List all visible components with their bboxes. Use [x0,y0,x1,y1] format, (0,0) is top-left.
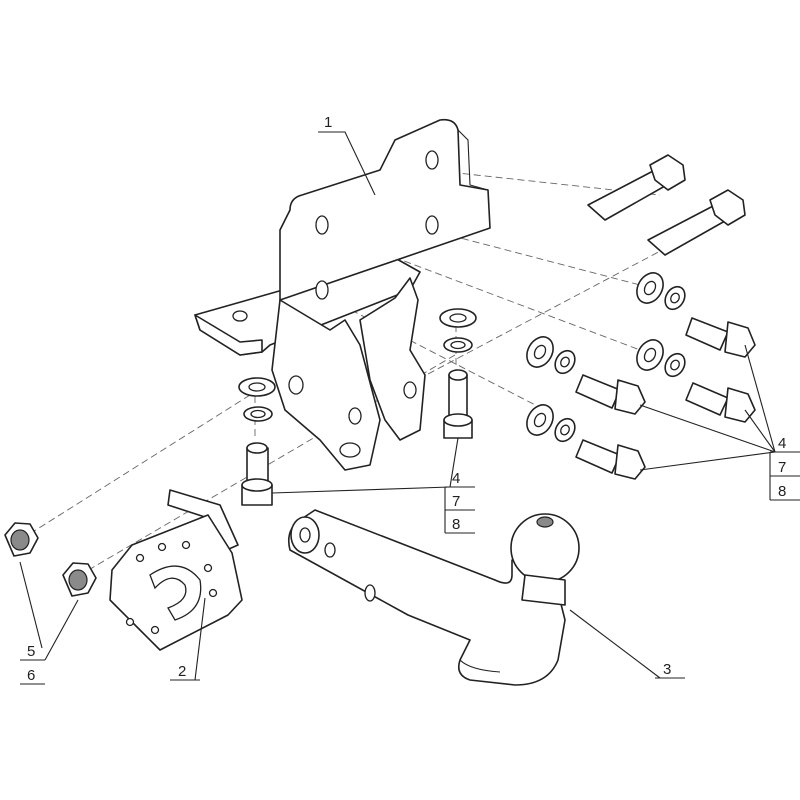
part-3-label: 3 [663,661,671,678]
part-1-label: 1 [324,114,332,131]
tow-ball-hitch: 3 [287,509,685,686]
center-bolt-stack [439,308,477,439]
right-fastener-set [526,272,756,480]
right-leaders: 4 7 8 [639,344,800,501]
lock-nuts: 5 6 [4,522,97,685]
part-4-left-label: 4 [452,470,460,487]
part-6-label: 6 [27,667,35,684]
part-7-right-label: 7 [778,459,786,476]
left-bolt-stack [238,377,276,506]
socket-plate: 2 [109,489,243,681]
part-4-right-label: 4 [778,435,786,452]
long-bolts [587,154,746,256]
center-leaders: 4 7 8 [271,437,475,534]
part-7-left-label: 7 [452,493,460,510]
mounting-bracket: 1 [194,114,491,471]
part-5-label: 5 [27,643,35,660]
part-8-right-label: 8 [778,483,786,500]
part-2-label: 2 [178,663,186,680]
part-8-left-label: 8 [452,516,460,533]
